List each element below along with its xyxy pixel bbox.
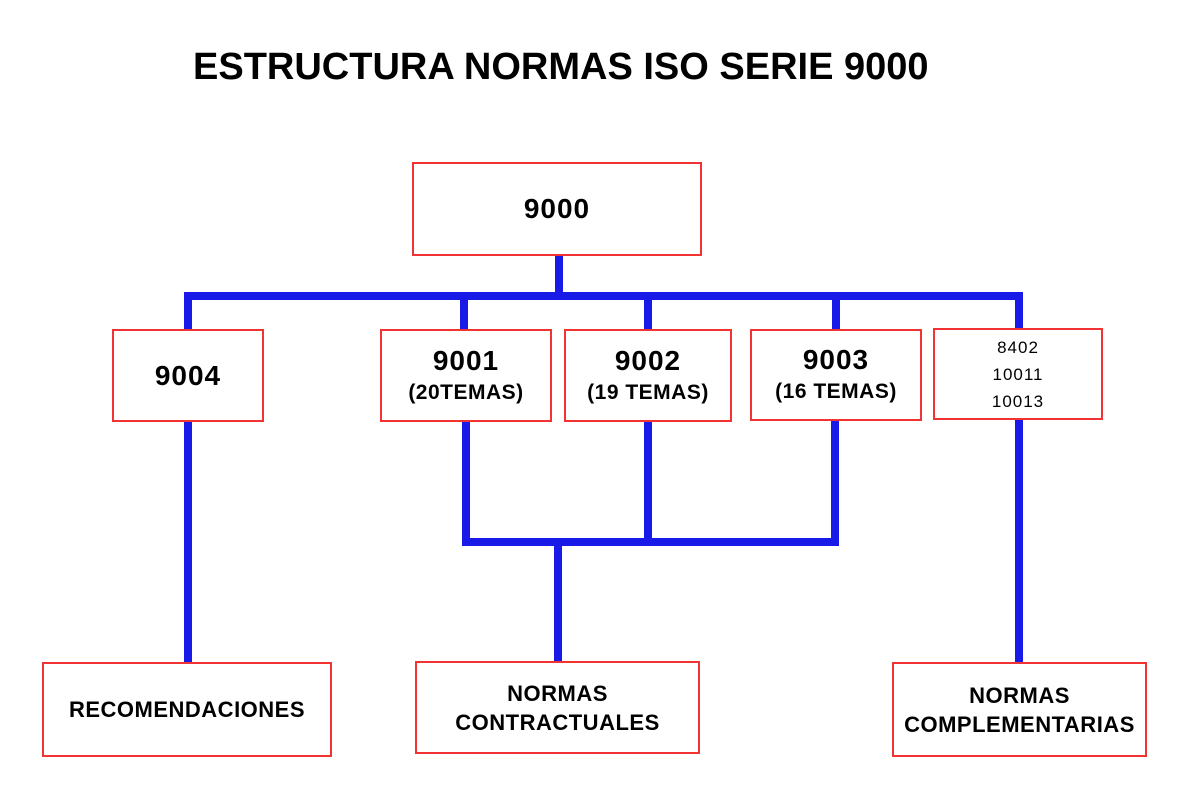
node-recomendaciones: RECOMENDACIONES [42,662,332,757]
edge-9004-recomendaciones [184,421,192,662]
edge-to-9002 [644,300,652,329]
node-9000-label: 9000 [523,193,591,224]
edge-to-9001 [460,300,468,329]
edge-main-horizontal [184,292,1023,300]
node-complementarias-line1: NORMAS [969,682,1070,708]
node-complementarias-line2: COMPLEMENTARIAS [904,711,1135,737]
node-contractuales-line2: CONTRACTUALES [455,709,660,735]
node-9003-sublabel: (16 TEMAS) [775,380,897,403]
node-9002: 9002 (19 TEMAS) [564,329,732,422]
node-9003-label: 9003 [802,344,870,375]
edge-to-codes [1015,292,1023,328]
edge-to-9003 [832,300,840,329]
node-normas-complementarias: NORMAS COMPLEMENTARIAS [892,662,1147,757]
node-normas-contractuales: NORMAS CONTRACTUALES [415,661,700,754]
edge-merge-horizontal [462,538,839,546]
node-9001-label: 9001 [432,344,500,376]
code-10011: 10011 [992,364,1044,384]
node-9004-label: 9004 [154,359,222,391]
node-9003: 9003 (16 TEMAS) [750,329,922,421]
edge-merge-contractuales [554,546,562,661]
edge-9003-merge [831,420,839,546]
edge-to-9004 [184,292,192,329]
edge-9002-merge [644,421,652,546]
diagram-title: ESTRUCTURA NORMAS ISO SERIE 9000 [193,46,929,88]
edge-codes-complementarias [1015,419,1023,662]
node-complementary-codes: 8402 10011 10013 [933,328,1103,420]
code-8402: 8402 [997,337,1039,357]
code-10013: 10013 [991,391,1045,411]
node-9001-sublabel: (20TEMAS) [408,380,524,404]
node-contractuales-line1: NORMAS [507,680,608,706]
node-9001: 9001 (20TEMAS) [380,329,552,422]
node-9000: 9000 [412,162,702,256]
edge-9001-merge [462,421,470,546]
node-9004: 9004 [112,329,264,422]
node-9002-label: 9002 [614,344,682,376]
node-recomendaciones-label: RECOMENDACIONES [68,697,306,722]
node-9002-sublabel: (19 TEMAS) [587,380,709,404]
edge-root-stub [555,256,563,299]
